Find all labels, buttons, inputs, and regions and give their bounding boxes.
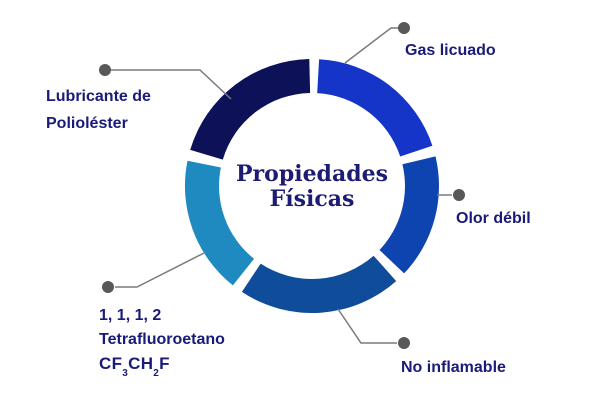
donut-segment-olor-debil xyxy=(379,156,439,274)
connector-tetrafluoro xyxy=(115,252,205,288)
label-tetrafluoroetano: 1, 1, 1, 2 Tetrafluoroetano CF3CH2F xyxy=(99,304,225,380)
chemical-formula: CF3CH2F xyxy=(99,352,225,380)
donut-segment-lubricante xyxy=(190,59,311,160)
connector-no-inflamable xyxy=(337,308,397,344)
title-line2: Físicas xyxy=(269,186,355,212)
connector-lines xyxy=(111,27,452,344)
dot-tetrafluoro xyxy=(102,281,114,293)
donut-segment-no-inflamable xyxy=(241,255,397,314)
formula-part: F xyxy=(159,354,170,373)
dot-olor-debil xyxy=(453,189,465,201)
connector-lubricante xyxy=(111,69,232,100)
donut-segments xyxy=(184,59,439,314)
donut-segment-gas-licuado xyxy=(317,59,433,157)
label-text-line1: 1, 1, 1, 2 xyxy=(99,307,162,324)
formula-subscript: 2 xyxy=(153,368,160,380)
dot-no-inflamable xyxy=(398,337,410,349)
label-text: Olor débil xyxy=(456,210,531,227)
connector-gas-licuado xyxy=(344,27,400,64)
label-text-line2: Tetrafluoroetano xyxy=(99,331,225,348)
label-text: No inflamable xyxy=(401,359,506,376)
donut-segment-tetrafluoroetano xyxy=(184,160,255,286)
dot-lubricante xyxy=(99,64,111,76)
label-text-line2: Polioléster xyxy=(46,115,128,132)
chart-center-title: Propiedades Físicas xyxy=(212,162,412,212)
formula-part: CF xyxy=(99,354,123,373)
formula-part: CH xyxy=(128,354,154,373)
formula-subscript: 3 xyxy=(122,368,129,380)
title-line1: Propiedades xyxy=(236,161,388,187)
label-olor-debil: Olor débil xyxy=(456,207,531,231)
connector-dots xyxy=(99,22,465,349)
label-no-inflamable: No inflamable xyxy=(401,356,506,380)
label-lubricante-de-poliolester: Lubricante de Polioléster xyxy=(46,83,151,137)
label-text-line1: Lubricante de xyxy=(46,88,151,105)
label-gas-licuado: Gas licuado xyxy=(405,39,496,63)
dot-gas-licuado xyxy=(398,22,410,34)
label-text: Gas licuado xyxy=(405,42,496,59)
